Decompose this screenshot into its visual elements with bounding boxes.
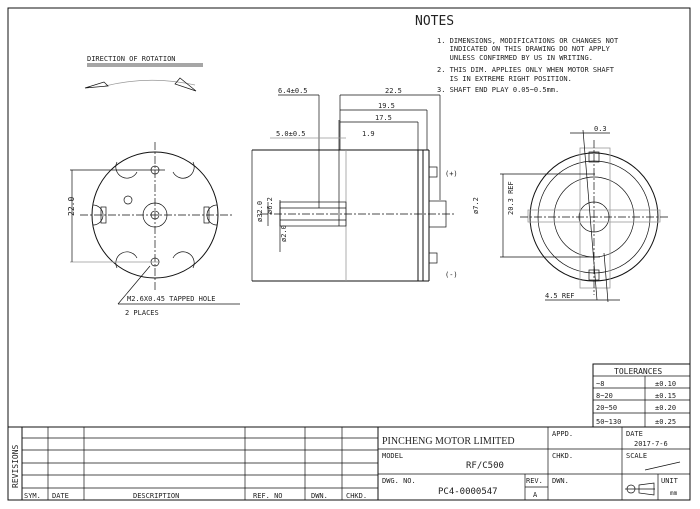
dim-1-9: 1.9 [362,130,375,138]
tol-range: ~8 [596,380,604,388]
side-view: (+) (-) 6.4±0.5 22.5 19.5 17.5 5.0±0.5 1… [251,87,480,282]
company-name: PINCHENG MOTOR LIMITED [382,436,515,447]
dim-5-0: 5.0±0.5 [276,130,306,138]
dim-6-4: 6.4±0.5 [278,87,308,95]
front-view: 22.0 M2.6X0.45 TAPPED HOLE 2 PLACES [67,142,240,317]
title-block: REVISIONS SYM. DATE DESCRIPTION REF. NO … [8,426,690,500]
dim-dia-6-2: ø6.2 [266,197,274,214]
note-line: 1. DIMENSIONS, MODIFICATIONS OR CHANGES … [437,37,619,45]
chkd-label: CHKD. [552,452,573,460]
dwg-no-value: PC4-0000547 [438,487,498,497]
tolerances-table: TOLERANCES ~8 ±0.10 8~20 ±0.15 20~50 ±0.… [592,363,691,428]
col-ref-no: REF. NO [253,492,283,500]
note-line: IS IN EXTREME RIGHT POSITION. [437,75,572,83]
col-sym: SYM. [24,492,41,500]
dim-22: 22.0 [67,197,76,216]
rev-value: A [533,491,538,499]
drawing-border [7,7,691,501]
model-label: MODEL [382,452,403,460]
dwg-no-label: DWG. NO. [382,477,416,485]
col-chkd: CHKD. [346,492,367,500]
tol-value: ±0.20 [655,404,676,412]
dim-20-3-ref: 20.3 REF [507,181,515,215]
notes: NOTES 1. DIMENSIONS, MODIFICATIONS OR CH… [415,14,619,94]
tol-value: ±0.10 [655,380,676,388]
dim-0-3: 0.3 [594,125,607,133]
unit-value: mm [670,490,678,497]
dim-dia-2: ø2.0 [280,225,288,242]
note-line: UNLESS CONFIRMED BY US IN WRITING. [437,54,593,62]
date-label: DATE [626,430,643,438]
dwn-label: DWN. [552,477,569,485]
hole-note: M2.6X0.45 TAPPED HOLE [127,295,216,303]
dim-22-5: 22.5 [385,87,402,95]
rotation-indicator: DIRECTION OF ROTATION [84,55,203,92]
terminal-plus: (+) [445,170,458,178]
note-line: 2. THIS DIM. APPLIES ONLY WHEN MOTOR SHA… [437,66,615,74]
col-description: DESCRIPTION [133,492,179,500]
model-value: RF/C500 [466,461,504,471]
appd-label: APPD. [552,430,573,438]
projection-symbol-icon [625,482,655,496]
dim-19-5: 19.5 [378,102,395,110]
tol-value: ±0.25 [655,418,676,426]
rev-label: REV. [526,477,543,485]
scale-line [644,461,681,471]
tolerances-title: TOLERANCES [614,367,662,376]
tol-range: 20~50 [596,404,617,412]
scale-label: SCALE [626,452,647,460]
note-line: INDICATED ON THIS DRAWING DO NOT APPLY [437,45,611,53]
arrow-left-icon [84,81,109,89]
dim-dia-7-2: ø7.2 [472,197,480,214]
hole-places: 2 PLACES [125,309,159,317]
tol-value: ±0.15 [655,392,676,400]
col-dwn: DWN. [311,492,328,500]
unit-label: UNIT [661,477,679,485]
rear-view: 0.3 20.3 REF 4.5 REF [500,125,670,303]
revisions-label: REVISIONS [11,444,20,488]
tol-range: 50~130 [596,418,621,426]
rotation-label: DIRECTION OF ROTATION [87,55,176,63]
date-value: 2017-7-6 [634,440,668,448]
dim-4-5-ref: 4.5 REF [545,292,575,300]
dim-dia-32: ø32.0 [256,201,264,222]
terminal-minus: (-) [445,271,458,279]
col-date: DATE [52,492,69,500]
note-line: 3. SHAFT END PLAY 0.05~0.5mm. [437,86,559,94]
arrow-right-icon [174,77,197,92]
notes-title: NOTES [415,14,454,29]
tol-range: 8~20 [596,392,613,400]
dim-17-5: 17.5 [375,114,392,122]
